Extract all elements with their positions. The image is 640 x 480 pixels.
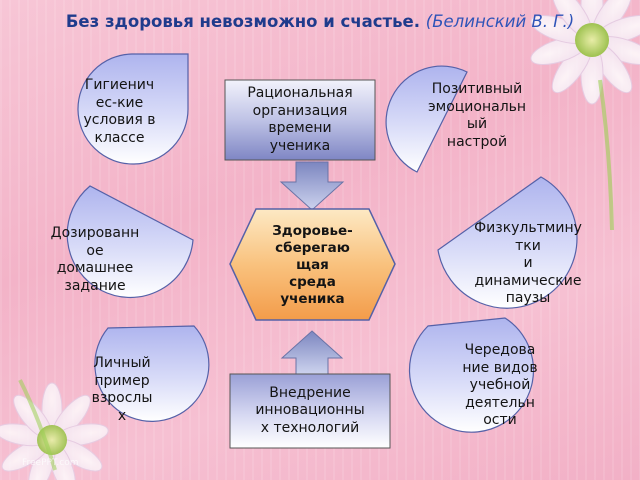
box-bottom-label: Внедрение инновационны х технологий [255,384,365,436]
bubble-middle-left-label: Дозированн ое домашнее задание [50,225,140,294]
bubble-bottom-left [94,325,210,422]
flower-bottom-left-icon [0,382,109,480]
center-hexagon [229,208,396,321]
flower-stem-icon [598,79,614,231]
bubble-bottom-right [408,317,535,433]
title-text: Без здоровья невозможно и счастье. [65,12,421,31]
bubble-middle-right-label: Физкультмину тки и динамические паузы [474,220,582,307]
box-top [224,79,376,161]
bubble-top-right-label: Позитивный эмоциональн ый настрой [427,81,527,150]
flower-stem-icon [18,379,57,471]
watermark: FreePPT.com [22,458,79,468]
box-top-label: Рациональная организация времени ученика [247,85,353,154]
title-author: (Белинский В. Г.) [425,12,575,31]
flower-top-right-icon [530,0,640,105]
bubble-top-left-label: Гигиенич ес-кие условия в классе [83,77,156,146]
box-bottom [229,373,391,449]
arrow-down-icon [279,161,345,211]
bubble-top-left [77,53,189,165]
bubble-middle-right [437,176,578,309]
arrow-up-icon [280,330,344,375]
bubble-middle-left [66,185,194,299]
center-label: Здоровье- сберегаю щая среда ученика [272,222,353,307]
bubble-bottom-right-label: Чередова ние видов учебной деятельн ости [462,342,538,429]
slide-title: Без здоровья невозможно и счастье. (Бели… [0,12,640,32]
bubble-top-right [385,65,468,173]
bubble-bottom-left-label: Личный пример взрослы х [91,355,153,424]
